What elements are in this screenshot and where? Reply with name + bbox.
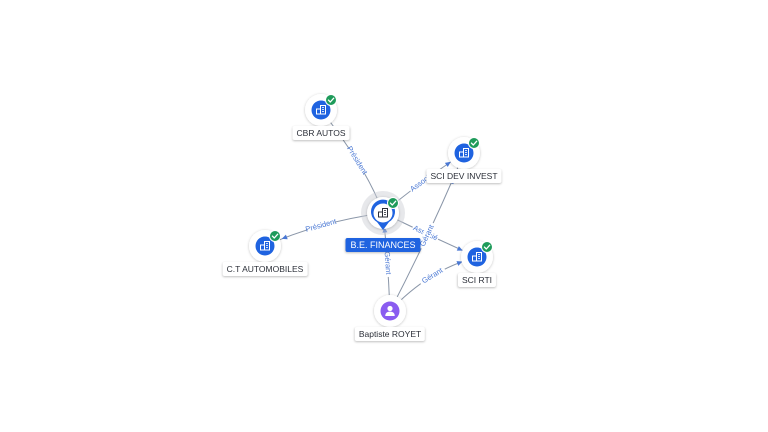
edge-arrow xyxy=(281,234,288,240)
building-icon xyxy=(316,105,326,115)
edge-label: Gérant xyxy=(383,251,394,275)
node-label-be[interactable]: B.E. FINANCES xyxy=(345,238,421,252)
person-icon xyxy=(385,305,395,316)
edge-arrow xyxy=(456,246,463,251)
edge-label-bg xyxy=(383,248,394,278)
check-badge-icon xyxy=(325,94,337,106)
edge-label: Président xyxy=(345,144,370,176)
edge-arrow xyxy=(382,227,388,233)
check-badge-icon xyxy=(269,230,281,242)
node-label-dev[interactable]: SCI DEV INVEST xyxy=(426,169,502,183)
edge-label-bg xyxy=(306,217,336,233)
node-ct[interactable] xyxy=(249,230,281,262)
edge-arrow xyxy=(444,161,451,167)
node-label-cbr[interactable]: CBR AUTOS xyxy=(292,126,350,140)
node-bap[interactable] xyxy=(374,295,406,327)
node-rti[interactable] xyxy=(461,241,493,273)
check-badge-icon xyxy=(387,197,399,209)
building-icon xyxy=(472,252,482,262)
building-icon xyxy=(260,241,270,251)
node-cbr[interactable] xyxy=(305,94,337,126)
node-label-ct[interactable]: C.T AUTOMOBILES xyxy=(222,262,308,276)
node-label-bap[interactable]: Baptiste ROYET xyxy=(354,327,426,341)
check-badge-icon xyxy=(468,137,480,149)
edge-label-bg xyxy=(346,146,369,175)
node-label-rti[interactable]: SCI RTI xyxy=(457,273,497,287)
node-be[interactable] xyxy=(361,191,405,235)
building-icon xyxy=(378,208,388,218)
node-dev[interactable] xyxy=(448,137,480,169)
nodes-layer xyxy=(249,94,493,327)
edge-label-bg xyxy=(416,220,436,250)
edge-arrow xyxy=(456,261,463,266)
edge-label-bg xyxy=(417,264,447,286)
edge-label: Président xyxy=(304,216,338,233)
building-icon xyxy=(459,148,469,158)
check-badge-icon xyxy=(481,241,493,253)
